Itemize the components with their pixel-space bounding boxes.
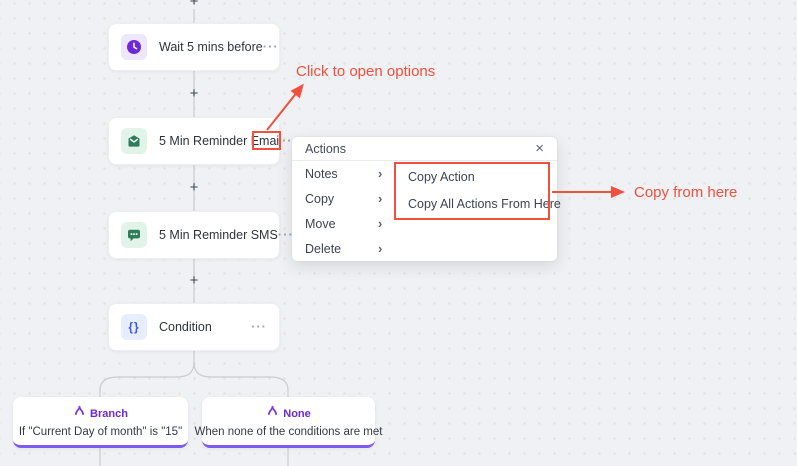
menu-item-notes[interactable]: Notes › bbox=[292, 161, 392, 186]
submenu-item-copy-action[interactable]: Copy Action bbox=[408, 169, 475, 184]
close-icon[interactable]: × bbox=[535, 140, 544, 157]
branch-title: None bbox=[283, 407, 311, 420]
submenu-highlight-box bbox=[394, 162, 550, 220]
chevron-right-icon: › bbox=[378, 190, 383, 206]
node-label: 5 Min Reminder SMS bbox=[159, 228, 278, 242]
add-action-button-3[interactable]: + bbox=[189, 272, 199, 289]
branch-condition-text: If "Current Day of month" is "15" bbox=[18, 425, 183, 438]
annotation-open-options: Click to open options bbox=[296, 63, 436, 80]
menu-item-label: Copy bbox=[305, 191, 335, 206]
chevron-right-icon: › bbox=[378, 215, 383, 231]
menu-item-label: Move bbox=[305, 216, 336, 231]
curly-braces-icon: {} bbox=[121, 314, 147, 340]
copy-submenu: Copy Action Copy All Actions From Here bbox=[408, 163, 561, 217]
actions-menu-header: Actions × bbox=[292, 137, 557, 161]
add-action-button-top[interactable]: + bbox=[189, 0, 199, 10]
branch-card-none[interactable]: None When none of the conditions are met bbox=[195, 397, 382, 448]
menu-item-label: Delete bbox=[305, 241, 342, 256]
submenu-item-copy-all-actions[interactable]: Copy All Actions From Here bbox=[408, 196, 561, 211]
options-highlight-box bbox=[252, 131, 281, 150]
email-icon bbox=[121, 128, 147, 154]
chevron-right-icon: › bbox=[378, 165, 383, 181]
node-label: Condition bbox=[159, 320, 212, 334]
branch-condition-text: When none of the conditions are met bbox=[194, 425, 383, 438]
menu-item-copy[interactable]: Copy › bbox=[292, 186, 392, 211]
node-options-button[interactable]: ··· bbox=[277, 227, 294, 242]
node-options-button[interactable]: ··· bbox=[251, 319, 267, 334]
branch-title: Branch bbox=[90, 407, 128, 420]
node-options-button[interactable]: ··· bbox=[262, 39, 279, 54]
clock-icon bbox=[121, 34, 147, 60]
add-action-button-2[interactable]: + bbox=[189, 179, 199, 196]
workflow-node-email[interactable]: 5 Min Reminder Email ··· bbox=[108, 117, 297, 165]
menu-item-delete[interactable]: Delete › bbox=[292, 236, 392, 261]
actions-menu-title: Actions bbox=[305, 141, 346, 156]
node-label: Wait 5 mins before bbox=[159, 40, 263, 54]
add-action-button-1[interactable]: + bbox=[189, 85, 199, 102]
menu-item-label: Notes bbox=[305, 166, 338, 181]
sms-icon bbox=[121, 222, 147, 248]
annotation-copy-from-here: Copy from here bbox=[634, 184, 738, 201]
branch-fork-icon bbox=[73, 405, 86, 423]
workflow-node-condition[interactable]: {} Condition ··· bbox=[108, 303, 280, 351]
menu-item-move[interactable]: Move › bbox=[292, 211, 392, 236]
workflow-node-sms[interactable]: 5 Min Reminder SMS ··· bbox=[108, 211, 293, 259]
workflow-node-wait[interactable]: Wait 5 mins before ··· bbox=[108, 23, 280, 71]
branch-card-branch[interactable]: Branch If "Current Day of month" is "15" bbox=[13, 397, 188, 448]
chevron-right-icon: › bbox=[378, 240, 383, 256]
actions-context-menu: Actions × Notes › Copy › Move › Delete ›… bbox=[292, 137, 561, 261]
node-label: 5 Min Reminder Email bbox=[159, 134, 282, 148]
branch-fork-icon bbox=[266, 405, 279, 423]
